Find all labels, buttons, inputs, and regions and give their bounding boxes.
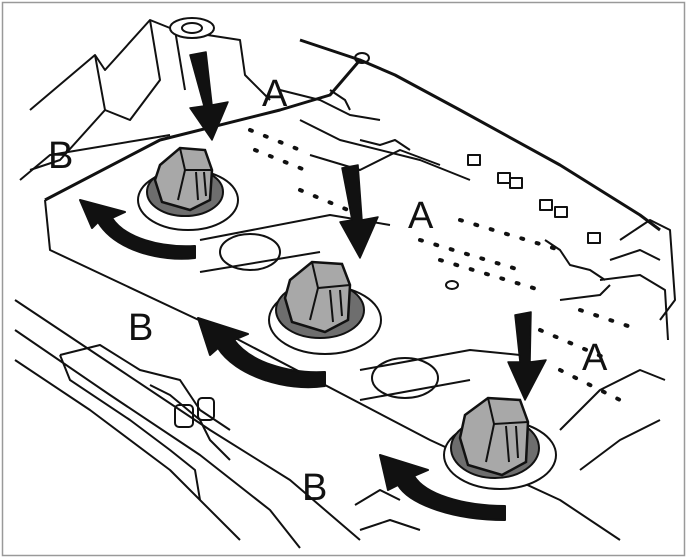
push-arrow-middle: [339, 164, 379, 259]
label-b-bottom: B: [302, 467, 327, 509]
push-arrow-right: [507, 311, 547, 401]
label-b-middle: B: [128, 307, 153, 349]
label-b-top: B: [48, 135, 73, 177]
label-a-middle: A: [408, 195, 434, 237]
rotate-arrow-top: [79, 199, 196, 260]
push-arrow-top: [189, 51, 229, 141]
machine-body: [14, 17, 676, 549]
callout-labels: A A A B B B: [48, 73, 608, 509]
rotate-arrow-middle: [197, 317, 326, 389]
rotation-arrows: [79, 199, 506, 521]
rotary-knob-middle: [268, 260, 382, 355]
rotate-arrow-bottom: [379, 454, 506, 521]
push-down-arrows: [189, 51, 547, 401]
label-a-right: A: [582, 337, 608, 379]
rotary-knob-bottom: [443, 396, 557, 490]
label-a-top: A: [262, 73, 288, 115]
rotary-knob-top: [137, 146, 239, 231]
